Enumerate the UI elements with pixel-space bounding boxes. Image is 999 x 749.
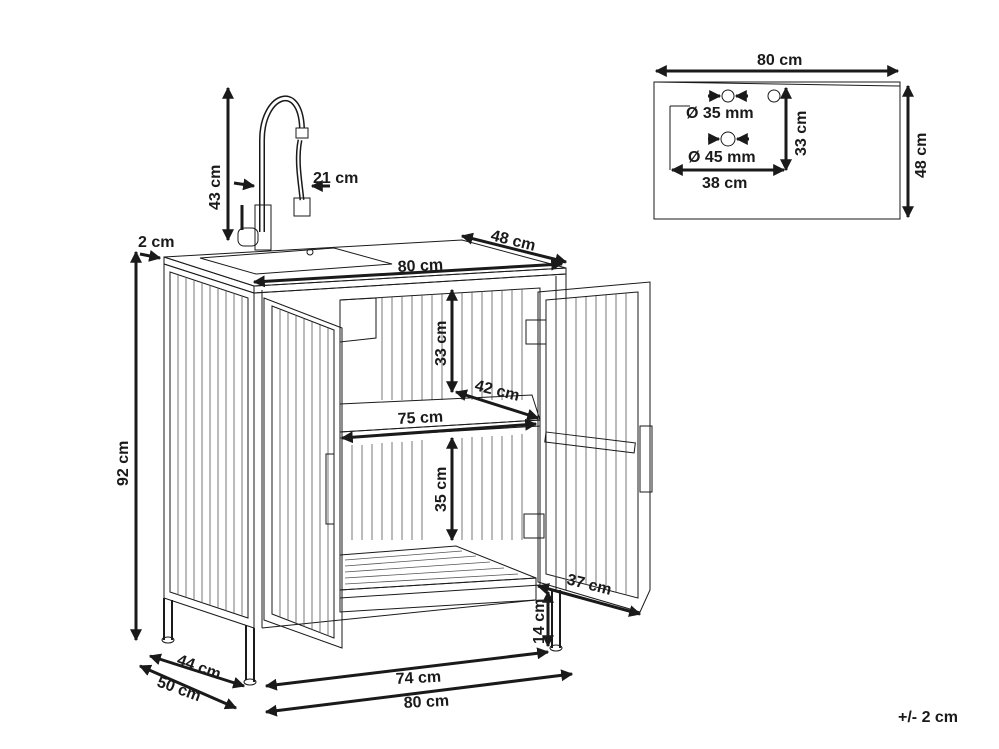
label-top-width: 80 cm <box>757 52 802 69</box>
width-top-arrow <box>252 258 564 288</box>
top-view: 80 cm Ø 35 mm Ø 45 mm 33 cm 38 cm 48 cm <box>653 52 930 220</box>
top-view-outline <box>653 81 901 220</box>
label-top-hole-depth: 33 cm <box>793 111 810 156</box>
label-top-hole-offset: 38 cm <box>702 175 747 192</box>
label-shelf-width: 75 cm <box>397 409 443 428</box>
hinge-upper <box>525 319 547 345</box>
label-width-inner: 74 cm <box>395 669 441 688</box>
label-faucet-reach: 21 cm <box>313 170 358 187</box>
faucet <box>237 95 311 251</box>
width-outer-arrow <box>264 669 574 717</box>
hinge-lower <box>523 513 545 539</box>
left-door-handle <box>325 453 335 525</box>
tolerance-note: +/- 2 cm <box>898 709 958 726</box>
label-height-total: 92 cm <box>115 441 132 486</box>
floor-slats <box>344 550 519 585</box>
cabinet <box>161 239 653 686</box>
sink-basin <box>199 247 393 275</box>
right-door-handle <box>639 425 653 493</box>
door-width-arrow <box>536 583 642 617</box>
label-leg-height: 14 cm <box>531 599 548 644</box>
right-door <box>537 281 651 613</box>
label-edge: 2 cm <box>138 234 174 251</box>
label-depth-inner: 44 cm <box>175 652 223 683</box>
left-side-panel <box>163 263 255 629</box>
depth-top-arrow <box>460 232 568 266</box>
label-depth-outer: 50 cm <box>155 674 203 705</box>
interior-slats <box>351 289 523 540</box>
label-hole-small: Ø 35 mm <box>686 105 754 122</box>
label-lower-compartment: 35 cm <box>433 467 450 512</box>
label-upper-compartment: 33 cm <box>433 321 450 366</box>
shelf-depth-arrow <box>454 389 540 421</box>
label-hole-large: Ø 45 mm <box>688 149 756 166</box>
left-side-slats <box>177 275 243 616</box>
hole-small <box>721 89 735 103</box>
label-faucet-height: 43 cm <box>207 165 224 210</box>
shelf-width-arrow <box>340 418 538 444</box>
hole-large <box>720 131 736 147</box>
left-door <box>263 297 343 649</box>
label-top-depth: 48 cm <box>913 133 930 178</box>
label-depth-top: 48 cm <box>489 227 537 254</box>
label-width-top: 80 cm <box>397 257 443 276</box>
latch-strip <box>544 431 636 454</box>
right-door-slats <box>555 293 627 595</box>
left-door-slats <box>279 310 329 636</box>
hole-tap <box>767 89 781 103</box>
label-width-outer: 80 cm <box>403 693 449 712</box>
